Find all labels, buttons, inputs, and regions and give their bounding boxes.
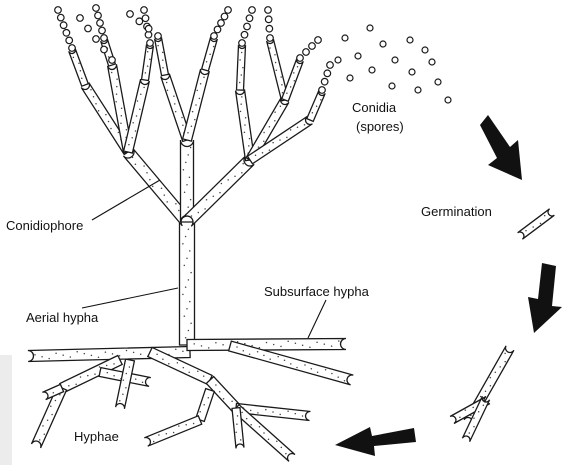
conidiophore-label: Conidiophore	[6, 218, 83, 233]
hypha-branch	[144, 416, 201, 446]
free-conidium	[335, 57, 341, 63]
spore-chain	[145, 25, 152, 32]
free-conidium	[355, 53, 361, 59]
hyphae-group	[28, 37, 555, 461]
free-conidium	[435, 79, 441, 85]
spore-chain	[324, 70, 331, 77]
spore-chain	[63, 30, 70, 37]
spore-chain	[267, 35, 274, 42]
spore-chain	[266, 25, 273, 32]
spore-chain	[77, 15, 84, 22]
spore-chain	[297, 55, 304, 62]
free-conidium	[445, 97, 451, 103]
conidiophore-branch	[69, 49, 89, 86]
spore-chain	[246, 15, 253, 22]
spore-chain	[218, 20, 225, 27]
conidiophore-branch	[183, 69, 210, 141]
arrow-spores-to-germination	[480, 115, 522, 180]
germination-label: Germination	[421, 204, 492, 219]
spore-chain	[221, 13, 228, 20]
aerial-hypha-leader-line	[82, 288, 178, 308]
spore-chain	[136, 18, 143, 25]
spore-chain	[85, 25, 92, 32]
conidiophore-branch	[155, 37, 169, 75]
spore-chain	[265, 7, 272, 14]
spore-chain	[142, 15, 149, 22]
spore-chain	[60, 22, 67, 29]
conidiophore-branch	[282, 59, 304, 101]
spore-chain	[155, 33, 162, 40]
spore-chain	[327, 62, 334, 69]
spore-chain	[101, 35, 108, 42]
conidiophore-branch	[307, 91, 325, 122]
free-conidium	[380, 41, 386, 47]
germinating-spore	[518, 209, 555, 239]
conidiophore-branch	[142, 45, 154, 81]
subsurface-hypha	[187, 339, 346, 351]
spore-chain	[55, 7, 62, 14]
free-conidium	[367, 25, 373, 31]
free-conidium	[409, 69, 415, 75]
spore-chain	[239, 40, 246, 47]
aerial-hypha-label: Aerial hypha	[26, 310, 99, 325]
spore-chain	[309, 43, 316, 50]
life-cycle-arrows	[335, 115, 562, 456]
conidiophore-branch	[237, 45, 246, 90]
free-conidium	[415, 87, 421, 93]
free-conidium	[429, 59, 435, 65]
subsurface-hypha-leader-line	[308, 300, 326, 338]
spore-chain	[249, 7, 256, 14]
spore-chain	[66, 37, 73, 44]
conidiophore-leader-line	[92, 180, 160, 220]
spore-chain	[211, 33, 218, 40]
spore-chain	[69, 45, 76, 52]
free-conidium	[389, 83, 395, 89]
spore-chain	[95, 12, 102, 19]
aerial-hypha	[180, 222, 195, 345]
free-conidium	[369, 67, 375, 73]
spore-chain	[58, 14, 65, 21]
free-conidium	[422, 47, 428, 53]
conidiophore-branch	[202, 37, 218, 71]
spore-chain	[109, 57, 116, 64]
spore-chain	[99, 27, 106, 34]
arrow-growth-to-hyphae	[335, 427, 416, 456]
conidia-label: Conidia	[352, 100, 397, 115]
free-conidium	[392, 57, 398, 63]
spore-chain	[127, 11, 134, 18]
free-conidium	[407, 37, 413, 43]
subsurface-hypha-label: Subsurface hypha	[264, 284, 370, 299]
free-conidium	[347, 75, 353, 81]
spore-chain	[244, 23, 251, 30]
arrow-germination-to-growth	[528, 263, 562, 333]
spore-chain	[93, 36, 100, 43]
conidiophore-branch	[124, 79, 150, 153]
spore-chain	[101, 46, 108, 53]
spore-chain	[97, 20, 104, 27]
free-conidium	[342, 35, 348, 41]
spore-chain	[225, 7, 232, 14]
spore-chain	[315, 37, 322, 44]
spore-chain	[303, 49, 310, 56]
spore-chain	[141, 7, 148, 14]
spores-label: (spores)	[356, 119, 404, 134]
spore-chain	[214, 26, 221, 33]
scan-edge-shade	[0, 355, 12, 465]
spore-chain	[319, 87, 326, 94]
hyphae-label: Hyphae	[74, 429, 119, 444]
spore-chain	[147, 40, 154, 47]
spore-chain	[241, 31, 248, 38]
spore-chain	[321, 78, 328, 85]
spore-chain	[265, 16, 272, 23]
spore-chain	[93, 5, 100, 12]
